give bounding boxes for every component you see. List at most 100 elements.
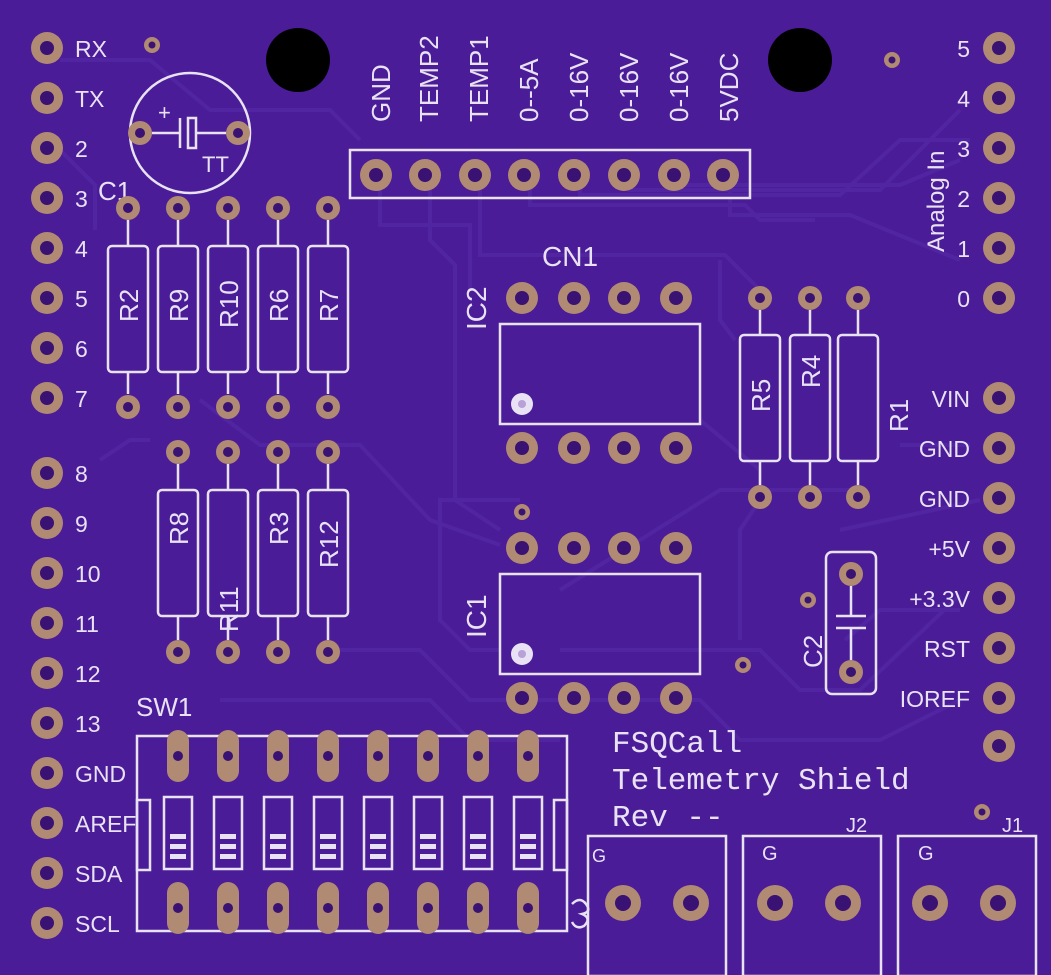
left-header-pin: 6 xyxy=(31,332,88,364)
power-pin: VIN xyxy=(932,382,1015,414)
pin-label: 9 xyxy=(75,511,88,537)
resistor-ref: R4 xyxy=(796,355,826,388)
resistor: R10 xyxy=(206,196,250,419)
terminal-block-j1: G J1 xyxy=(896,815,1038,975)
sw1-ref: SW1 xyxy=(136,692,192,722)
connector-label: 0-16V xyxy=(664,52,694,122)
pin1-marker-icon xyxy=(570,898,590,929)
terminal-block: G xyxy=(586,834,728,975)
pin-label: 5 xyxy=(957,36,970,62)
power-pin: GND xyxy=(919,482,1015,514)
pin-label: +5V xyxy=(928,536,970,562)
pin-label: 11 xyxy=(75,611,99,637)
pin-label: TX xyxy=(75,86,104,112)
ic2-ref: IC2 xyxy=(461,286,492,330)
ic1-ref: IC1 xyxy=(461,594,492,638)
left-header-pin: 2 xyxy=(31,132,88,164)
resistors-bottom-row: R8 R11 R3 R12 xyxy=(156,440,350,664)
analog-in-label: Analog In xyxy=(923,151,950,252)
left-header-pin: SCL xyxy=(31,907,120,939)
analog-pin: 3 xyxy=(957,132,1015,164)
resistor-ref: R2 xyxy=(114,289,144,322)
left-header-pin: GND xyxy=(31,757,126,789)
left-header-pin: 13 xyxy=(31,707,101,739)
pin-label: SCL xyxy=(75,911,120,937)
pin-label: 0 xyxy=(957,286,970,312)
mounting-hole-right xyxy=(768,28,832,92)
left-header-pin: 12 xyxy=(31,657,101,689)
c1-polarity-mark: + xyxy=(158,100,171,125)
mounting-hole-left xyxy=(266,28,330,92)
resistor-ref: R10 xyxy=(214,280,244,328)
resistor: R6 xyxy=(256,196,300,419)
resistors-right: R5 R4 R1 xyxy=(738,286,914,509)
power-pin: +5V xyxy=(928,532,1015,564)
switch-actuator xyxy=(412,730,444,934)
analog-pin: 2 xyxy=(957,182,1015,214)
left-header-pin: 7 xyxy=(31,382,88,414)
title-line-1: FSQCall xyxy=(612,727,742,762)
connector-cn1: CN1 xyxy=(348,148,752,272)
pin-label: 13 xyxy=(75,711,101,737)
resistor-ref: R8 xyxy=(164,512,194,545)
left-header: RX TX 2 3 4 5 6 7 xyxy=(31,32,136,939)
pin-label: 1 xyxy=(957,236,970,262)
resistors-top-row: R2 R9 R10 R6 xyxy=(106,196,350,419)
resistor-ref: R6 xyxy=(264,289,294,322)
terminal-ref: J2 xyxy=(846,815,867,837)
switch-actuator xyxy=(362,730,394,934)
c1-marking: TT xyxy=(202,152,229,177)
pin-label: GND xyxy=(919,486,970,512)
connector-label: 0-16V xyxy=(564,52,594,122)
resistor: R7 xyxy=(306,196,350,419)
resistor-ref: R3 xyxy=(264,512,294,545)
resistor: R4 xyxy=(788,286,832,509)
pin-label: 4 xyxy=(957,86,970,112)
power-pin-unlabeled xyxy=(983,730,1015,762)
chip-ic2: IC2 xyxy=(461,282,702,464)
pin-label: 2 xyxy=(957,186,970,212)
pin-label: 10 xyxy=(75,561,101,587)
switch-actuator xyxy=(312,730,344,934)
resistor: R3 xyxy=(256,440,300,664)
vias xyxy=(144,37,990,820)
pin-label: AREF xyxy=(75,811,136,837)
resistor-ref: R7 xyxy=(314,289,344,322)
pin-label: +3.3V xyxy=(909,586,970,612)
switch-actuator xyxy=(262,730,294,934)
resistor-ref: R11 xyxy=(214,586,244,632)
pin-label: GND xyxy=(919,436,970,462)
terminal-ground-label: G xyxy=(762,843,778,865)
connector-label: TEMP2 xyxy=(414,35,444,122)
resistor: R5 xyxy=(738,286,782,509)
left-header-pin: TX xyxy=(31,82,104,114)
connector-label: 0-16V xyxy=(614,52,644,122)
switch-actuator xyxy=(212,730,244,934)
resistor-ref: R1 xyxy=(884,399,914,432)
resistor: R2 xyxy=(106,196,150,419)
right-power-header: VIN GND GND +5V +3.3V RST IOREF xyxy=(900,382,1015,762)
resistor-ref: R5 xyxy=(746,379,776,412)
analog-pin: 1 xyxy=(957,232,1015,264)
resistor: R8 xyxy=(156,440,200,664)
cn1-ref: CN1 xyxy=(542,241,598,272)
left-header-pin: 9 xyxy=(31,507,88,539)
pin-label: 5 xyxy=(75,286,88,312)
left-header-pin: 8 xyxy=(31,457,88,489)
power-pin: +3.3V xyxy=(909,582,1015,614)
left-header-pin: 4 xyxy=(31,232,88,264)
pin-label: 4 xyxy=(75,236,88,262)
board-title: FSQCall Telemetry Shield Rev -- xyxy=(612,727,910,836)
terminal-ground-label: G xyxy=(918,843,934,865)
c2-ref: C2 xyxy=(798,635,828,668)
connector-label: 0--5A xyxy=(514,58,544,122)
chip-ic1: IC1 xyxy=(461,532,702,714)
resistor: R12 xyxy=(306,440,350,664)
left-header-pin: RX xyxy=(31,32,107,64)
connector-label: GND xyxy=(366,64,396,122)
pin-label: 6 xyxy=(75,336,88,362)
left-header-pin: AREF xyxy=(31,807,136,839)
power-pin: GND xyxy=(919,432,1015,464)
dip-switch-sw1: SW1 xyxy=(135,692,590,934)
terminal-block-j2: G J2 xyxy=(741,815,883,975)
